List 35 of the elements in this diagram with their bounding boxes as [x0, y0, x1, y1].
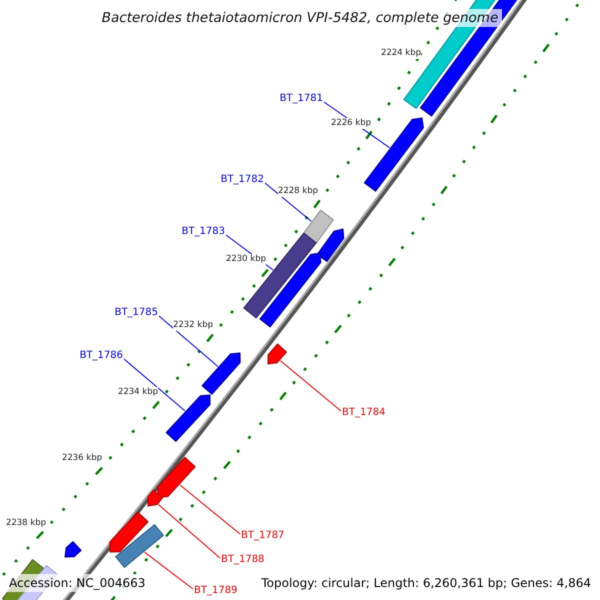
accession-text: Accession: NC_004663 [7, 574, 148, 592]
tick-label: 2238 kbp [6, 518, 46, 529]
leader-line [264, 182, 312, 222]
gene-label: BT_1787 [241, 529, 284, 542]
tick-label: 2228 kbp [278, 186, 318, 197]
gene-segment [202, 352, 241, 395]
leader-line [144, 552, 194, 590]
leader-line [124, 358, 186, 412]
tick-label: 2230 kbp [226, 254, 266, 265]
gene-segment [147, 490, 164, 506]
leader-line [280, 360, 342, 412]
gene-segment [115, 524, 164, 568]
gene-label: BT_1782 [220, 173, 264, 186]
leader-line [158, 504, 220, 558]
gene-segment [157, 456, 196, 498]
gene-label: BT_1785 [114, 306, 158, 319]
gene-segment [166, 394, 210, 442]
gene-label: BT_1789 [194, 584, 238, 597]
tick-label: 2226 kbp [330, 118, 371, 129]
tick-label: 2232 kbp [172, 320, 213, 331]
gene-segment [268, 344, 287, 364]
gene-label: BT_1783 [182, 225, 225, 238]
gene-segment [109, 512, 149, 552]
leader-line [179, 484, 240, 534]
gene-segment [303, 210, 334, 244]
gene-label: BT_1781 [280, 92, 323, 105]
leader-line [158, 316, 218, 367]
gene-segment [64, 541, 82, 558]
tick-label: 2234 kbp [118, 387, 158, 398]
tick-label: 2236 kbp [62, 453, 102, 464]
tick-label: 2224 kbp [380, 48, 421, 59]
gene-label: BT_1784 [342, 406, 386, 419]
gene-segment [316, 228, 344, 262]
gene-label: BT_1788 [221, 553, 264, 566]
gene-label: BT_1786 [80, 349, 123, 362]
